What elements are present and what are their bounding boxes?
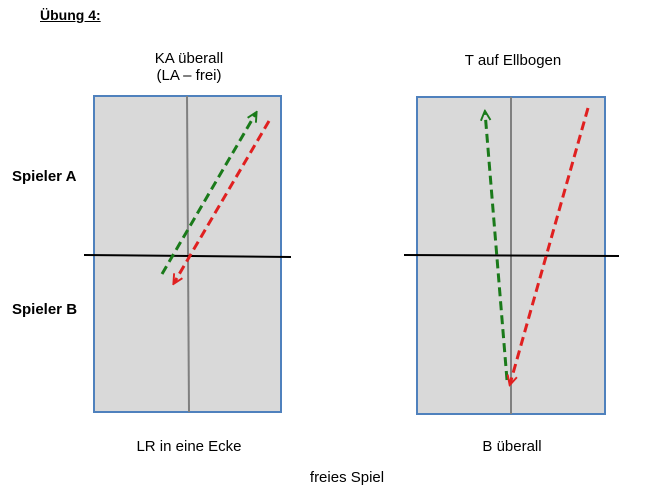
left-diagram-top-label-line2: (LA – frei) bbox=[156, 67, 222, 85]
left-table-net bbox=[83, 254, 292, 258]
right-green-arrow bbox=[485, 112, 509, 381]
left-diagram-top-label-line1: KA überall bbox=[154, 50, 224, 67]
left-table bbox=[83, 95, 292, 413]
left-red-arrow bbox=[174, 120, 271, 283]
left-table-center-line bbox=[186, 95, 190, 413]
right-red-arrow bbox=[510, 107, 590, 384]
left-diagram-bottom-label: LR in eine Ecke bbox=[136, 438, 242, 455]
player-b-label: Spieler B bbox=[12, 301, 78, 318]
player-a-label: Spieler A bbox=[12, 168, 77, 185]
left-green-arrow bbox=[160, 113, 256, 275]
right-diagram-bottom-label: B überall bbox=[482, 438, 542, 455]
right-table-net bbox=[403, 254, 620, 257]
footer-label: freies Spiel bbox=[309, 469, 385, 486]
right-table bbox=[403, 96, 620, 415]
exercise-title: Übung 4: bbox=[40, 7, 101, 23]
left-diagram-top-label: KA überall (LA – frei) bbox=[155, 50, 223, 85]
right-diagram-top-label: T auf Ellbogen bbox=[464, 52, 562, 69]
